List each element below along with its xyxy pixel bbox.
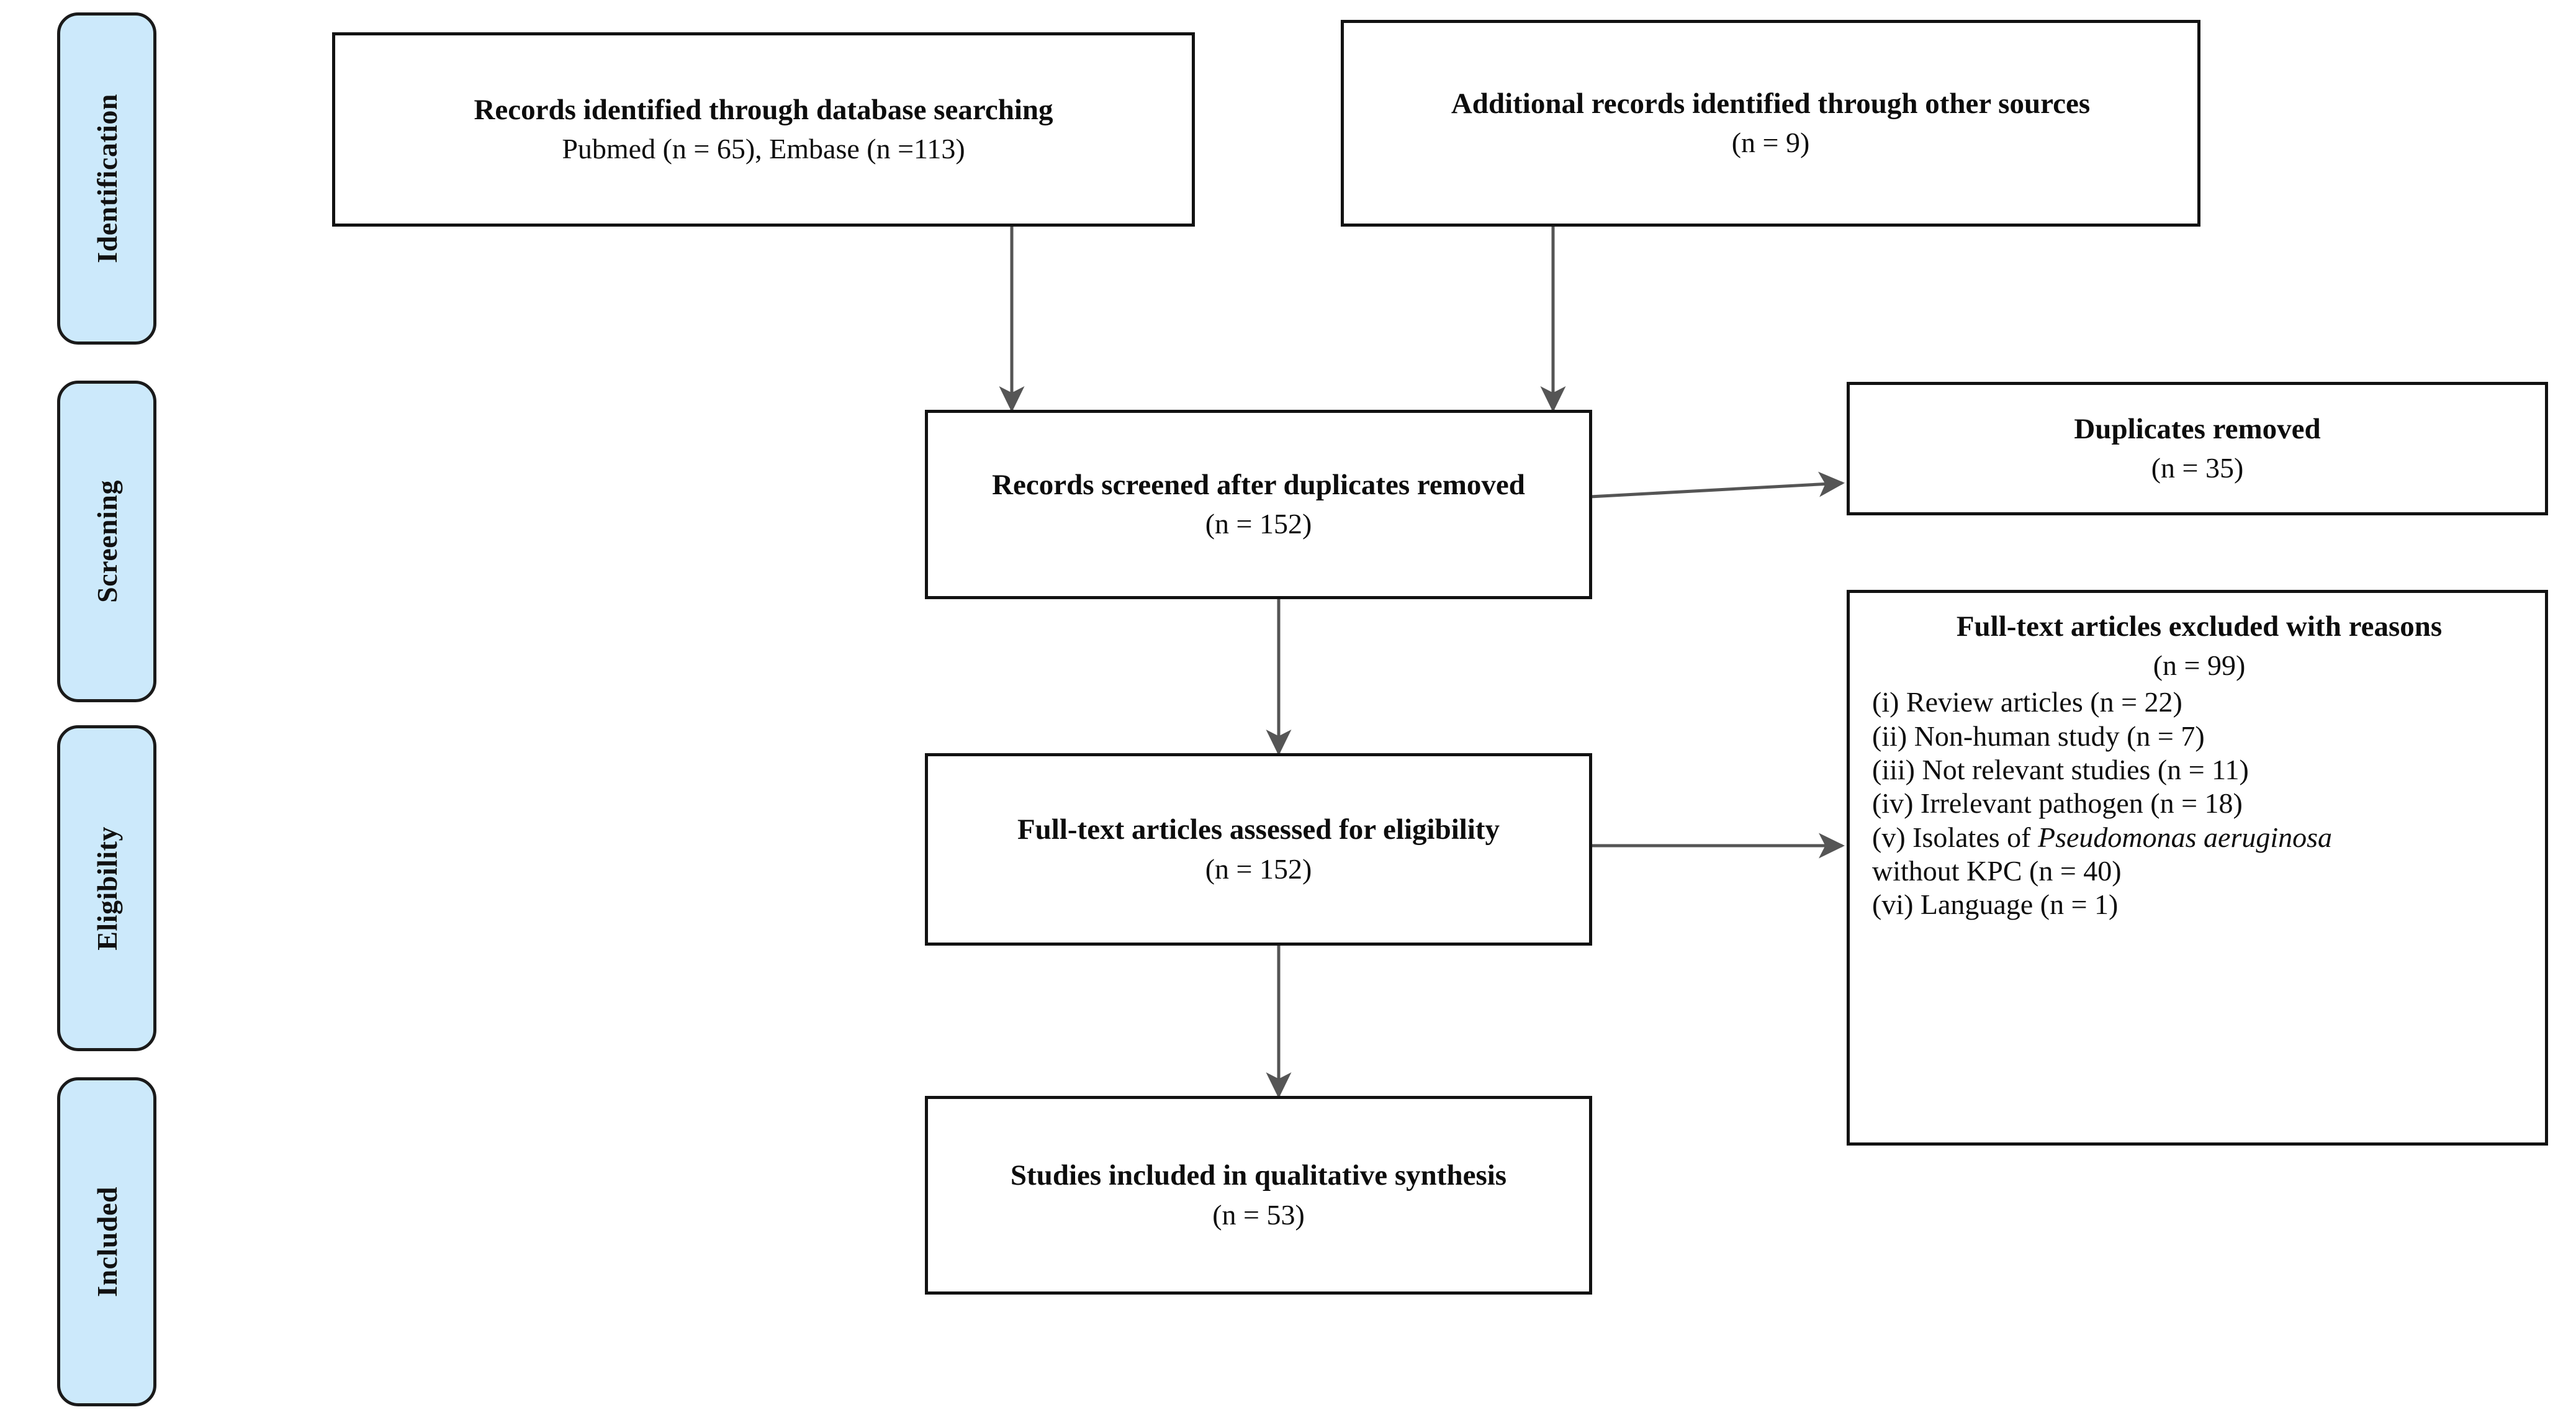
box-additional-records-other-sources-count: (n = 9)	[1731, 127, 1810, 159]
stage-pill-identification-label: Identification	[91, 94, 123, 263]
box-fulltext-excluded-count: (n = 99)	[2153, 649, 2246, 682]
exclusion-reason-item: (ii) Non-human study (n = 7)	[1872, 720, 2205, 752]
stage-pill-included: Included	[57, 1077, 156, 1406]
box-records-identified-database: Records identified through database sear…	[332, 32, 1195, 227]
box-records-screened-title: Records screened after duplicates remove…	[992, 468, 1525, 501]
box-records-identified-database-count: Pubmed (n = 65), Embase (n =113)	[562, 133, 965, 165]
box-studies-included-title: Studies included in qualitative synthesi…	[1010, 1159, 1507, 1192]
exclusion-reason-item: (v) Isolates of Pseudomonas aeruginosa	[1872, 821, 2333, 853]
box-studies-included-count: (n = 53)	[1212, 1198, 1305, 1231]
box-records-identified-database-title: Records identified through database sear…	[474, 93, 1053, 126]
stage-pill-screening-label: Screening	[91, 480, 123, 603]
stage-pill-eligibility: Eligibility	[57, 725, 156, 1051]
arrow-screened-to-duplicates	[1590, 471, 1845, 499]
exclusion-reason-item: (i) Review articles (n = 22)	[1872, 686, 2182, 718]
exclusion-reason-item: (iv) Irrelevant pathogen (n = 18)	[1872, 787, 2243, 820]
stage-pill-identification: Identification	[57, 12, 156, 345]
box-fulltext-excluded-title: Full-text articles excluded with reasons	[1956, 610, 2443, 643]
box-duplicates-removed-title: Duplicates removed	[2074, 412, 2321, 445]
box-fulltext-excluded: Full-text articles excluded with reasons…	[1847, 590, 2548, 1146]
box-additional-records-other-sources-title: Additional records identified through ot…	[1451, 87, 2091, 120]
box-additional-records-other-sources: Additional records identified through ot…	[1341, 20, 2200, 227]
box-studies-included: Studies included in qualitative synthesi…	[925, 1096, 1592, 1295]
exclusion-reason-list: (i) Review articles (n = 22)(ii) Non-hum…	[1872, 685, 2526, 921]
exclusion-reason-item: without KPC (n = 40)	[1872, 854, 2122, 887]
stage-pill-included-label: Included	[91, 1187, 123, 1297]
species-name: Pseudomonas aeruginosa	[2037, 821, 2333, 853]
stage-pill-screening: Screening	[57, 381, 156, 702]
box-duplicates-removed: Duplicates removed (n = 35)	[1847, 382, 2548, 515]
box-duplicates-removed-count: (n = 35)	[2151, 452, 2244, 484]
exclusion-reason-item: (vi) Language (n = 1)	[1872, 889, 2119, 921]
box-fulltext-assessed: Full-text articles assessed for eligibil…	[925, 753, 1592, 946]
box-records-screened-count: (n = 152)	[1205, 508, 1312, 540]
exclusion-reason-item: (iii) Not relevant studies (n = 11)	[1872, 753, 2249, 785]
box-fulltext-assessed-title: Full-text articles assessed for eligibil…	[1017, 813, 1500, 846]
stage-pill-eligibility-label: Eligibility	[91, 826, 123, 951]
box-records-screened: Records screened after duplicates remove…	[925, 410, 1592, 599]
box-fulltext-assessed-count: (n = 152)	[1205, 852, 1312, 885]
